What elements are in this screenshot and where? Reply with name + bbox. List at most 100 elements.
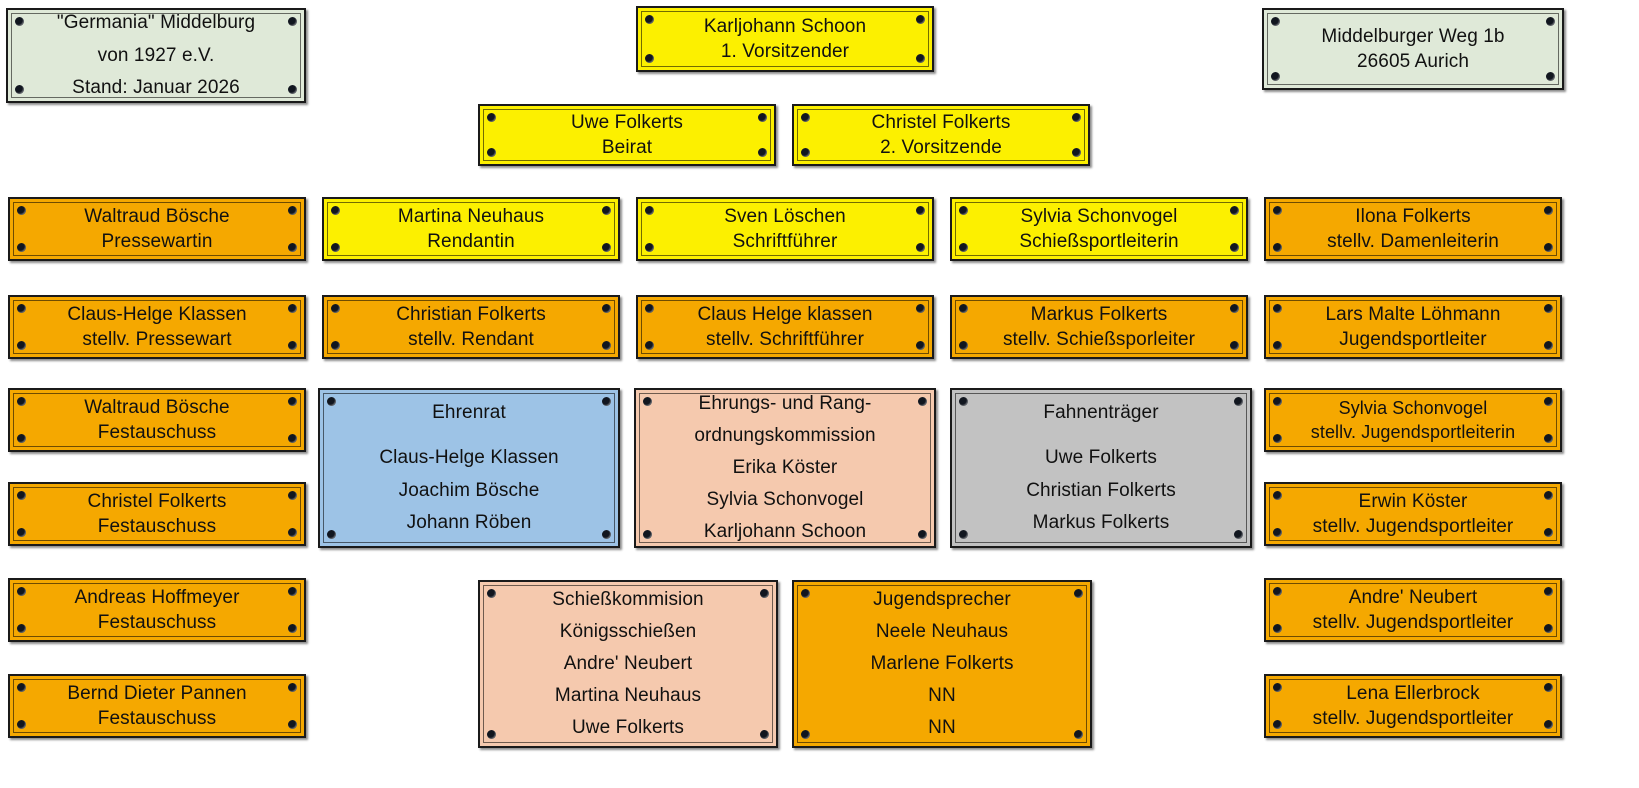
screw-icon <box>758 113 767 122</box>
screw-icon <box>1234 530 1243 539</box>
screw-icon <box>1234 397 1243 406</box>
node-shooting-commission: Schießkommision Königsschießen Andre' Ne… <box>478 580 778 748</box>
festival-committee-2-name: Christel Folkerts <box>87 490 227 512</box>
screw-icon <box>916 206 925 215</box>
node-address: Middelburger Weg 1b 26605 Aurich <box>1262 8 1564 90</box>
screw-icon <box>916 15 925 24</box>
club-info-line-1: "Germania" Middelburg <box>56 12 256 34</box>
honours-commission-member-2: Sylvia Schonvogel <box>706 489 864 511</box>
treasurer-name: Martina Neuhaus <box>397 205 545 227</box>
screw-icon <box>288 587 297 596</box>
screw-icon <box>1544 397 1553 406</box>
youth-sport-leader-name: Lars Malte Löhmann <box>1325 303 1501 325</box>
screw-icon <box>1544 528 1553 537</box>
chairman-name: Karljohann Schoon <box>703 15 867 37</box>
screw-icon <box>17 624 26 633</box>
youth-spokesperson-member-3: NN <box>928 685 956 707</box>
screw-icon <box>959 397 968 406</box>
screw-icon <box>288 528 297 537</box>
node-deputy-press: Claus-Helge Klassen stellv. Pressewart <box>8 295 306 359</box>
youth-spokesperson-member-1: Neele Neuhaus <box>875 620 1009 642</box>
screw-icon <box>959 304 968 313</box>
screw-icon <box>959 243 968 252</box>
node-youth-spokesperson: Jugendsprecher Neele Neuhaus Marlene Fol… <box>792 580 1092 748</box>
screw-icon <box>645 341 654 350</box>
screw-icon <box>1544 624 1553 633</box>
shooting-commission-heading-2: Königsschießen <box>559 620 697 642</box>
festival-committee-3-name: Andreas Hoffmeyer <box>74 586 240 608</box>
screw-icon <box>918 530 927 539</box>
screw-icon <box>15 17 24 26</box>
node-deputy-youth-4: Lena Ellerbrock stellv. Jugendsportleite… <box>1264 674 1562 738</box>
screw-icon <box>760 589 769 598</box>
screw-icon <box>1546 17 1555 26</box>
deputy-youth-2-role: stellv. Jugendsportleiter <box>1312 516 1514 537</box>
screw-icon <box>1546 72 1555 81</box>
screw-icon <box>1273 304 1282 313</box>
screw-icon <box>1544 243 1553 252</box>
screw-icon <box>17 528 26 537</box>
node-secretary: Sven Löschen Schriftführer <box>636 197 934 261</box>
honour-council-member-3: Johann Röben <box>406 511 532 533</box>
honours-commission-heading-2: ordnungskommission <box>694 424 876 446</box>
screw-icon <box>1230 304 1239 313</box>
flag-bearers-heading: Fahnenträger <box>1043 402 1159 424</box>
festival-committee-1-role: Festauschuss <box>97 422 217 443</box>
deputy-youth-3-name: Andre' Neubert <box>1348 586 1478 608</box>
screw-icon <box>487 730 496 739</box>
node-festival-committee-1: Waltraud Bösche Festauschuss <box>8 388 306 452</box>
shooting-commission-heading-1: Schießkommision <box>552 588 704 610</box>
club-info-line-2: von 1927 e.V. <box>97 44 215 66</box>
screw-icon <box>801 113 810 122</box>
screw-icon <box>760 730 769 739</box>
secretary-name: Sven Löschen <box>724 205 846 227</box>
screw-icon <box>1544 206 1553 215</box>
festival-committee-1-name: Waltraud Bösche <box>84 396 230 418</box>
screw-icon <box>1544 683 1553 692</box>
deputy-treasurer-name: Christian Folkerts <box>396 303 546 325</box>
deputy-ladies-leader-name: Ilona Folkerts <box>1355 205 1471 227</box>
screw-icon <box>327 397 336 406</box>
advisor-role: Beirat <box>601 137 653 158</box>
press-officer-role: Pressewartin <box>101 231 213 252</box>
screw-icon <box>959 530 968 539</box>
address-line-1: Middelburger Weg 1b <box>1321 25 1505 47</box>
secretary-role: Schriftführer <box>732 231 838 252</box>
festival-committee-2-role: Festauschuss <box>97 516 217 537</box>
screw-icon <box>1074 730 1083 739</box>
shooting-director-name: Sylvia Schonvogel <box>1020 205 1178 227</box>
screw-icon <box>487 589 496 598</box>
shooting-commission-member-3: Uwe Folkerts <box>571 717 685 739</box>
screw-icon <box>1273 683 1282 692</box>
screw-icon <box>602 304 611 313</box>
honour-council-heading: Ehrenrat <box>432 402 506 424</box>
node-shooting-director: Sylvia Schonvogel Schießsportleiterin <box>950 197 1248 261</box>
screw-icon <box>602 243 611 252</box>
screw-icon <box>1273 624 1282 633</box>
deputy-youth-1-role: stellv. Jugendsportleiterin <box>1310 422 1516 442</box>
screw-icon <box>1273 528 1282 537</box>
screw-icon <box>643 397 652 406</box>
screw-icon <box>1072 148 1081 157</box>
screw-icon <box>1273 341 1282 350</box>
screw-icon <box>331 243 340 252</box>
screw-icon <box>331 304 340 313</box>
screw-icon <box>1544 304 1553 313</box>
screw-icon <box>288 341 297 350</box>
screw-icon <box>645 15 654 24</box>
screw-icon <box>288 304 297 313</box>
screw-icon <box>645 54 654 63</box>
node-deputy-ladies-leader: Ilona Folkerts stellv. Damenleiterin <box>1264 197 1562 261</box>
deputy-treasurer-role: stellv. Rendant <box>408 329 534 350</box>
screw-icon <box>17 434 26 443</box>
screw-icon <box>288 397 297 406</box>
node-club-info: "Germania" Middelburg von 1927 e.V. Stan… <box>6 8 306 103</box>
screw-icon <box>288 434 297 443</box>
node-vice-chair: Christel Folkerts 2. Vorsitzende <box>792 104 1090 166</box>
screw-icon <box>17 683 26 692</box>
node-deputy-youth-2: Erwin Köster stellv. Jugendsportleiter <box>1264 482 1562 546</box>
node-youth-sport-leader: Lars Malte Löhmann Jugendsportleiter <box>1264 295 1562 359</box>
deputy-shooting-name: Markus Folkerts <box>1030 303 1168 325</box>
node-festival-committee-4: Bernd Dieter Pannen Festauschuss <box>8 674 306 738</box>
